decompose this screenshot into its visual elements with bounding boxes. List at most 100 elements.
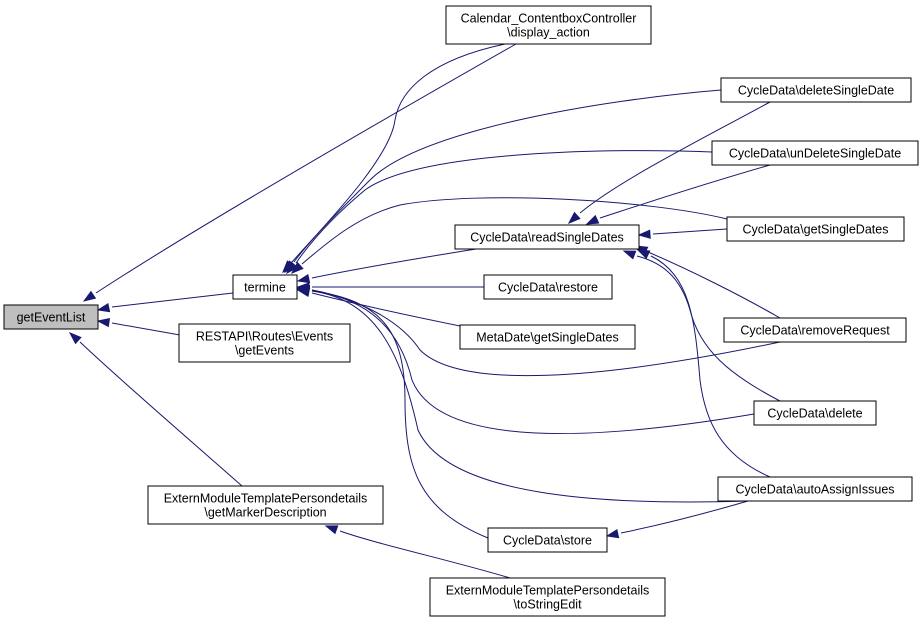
node-cd_restore[interactable]: CycleData\restore <box>483 274 613 300</box>
node-box <box>429 577 666 617</box>
edge-line <box>311 290 749 503</box>
node-label: CycleData\restore <box>498 281 598 295</box>
arrowhead <box>622 250 637 260</box>
edge-cd_readSingleDates-to-termine <box>296 248 477 284</box>
node-label: \getEvents <box>235 344 294 358</box>
node-label: termine <box>244 281 286 295</box>
node-getEventList[interactable]: getEventList <box>3 304 99 330</box>
edge-line <box>650 255 771 478</box>
node-box <box>487 527 608 553</box>
node-extern_tostring[interactable]: ExternModuleTemplatePersondetails\toStri… <box>429 577 666 617</box>
edge-extern_tostring-to-extern_marker <box>324 525 511 579</box>
node-cd_removeRequest[interactable]: CycleData\removeRequest <box>723 317 907 343</box>
node-label: ExternModuleTemplatePersondetails <box>164 492 368 506</box>
node-box <box>178 323 351 363</box>
edge-cd_autoAssignIssues-to-cd_readSingleDates <box>636 249 771 478</box>
edge-cd_store-to-termine <box>296 285 489 539</box>
node-label: \getMarkerDescription <box>204 506 326 520</box>
edge-line <box>111 322 181 336</box>
edge-line <box>111 292 234 308</box>
node-box <box>711 140 919 166</box>
edges-layer <box>68 43 781 579</box>
edge-cd_autoAssignIssues-to-termine <box>296 285 749 503</box>
arrowhead <box>290 261 304 274</box>
edge-line <box>311 289 755 435</box>
edge-line <box>79 341 243 487</box>
node-calendar_display[interactable]: Calendar_ContentboxController\display_ac… <box>445 5 652 45</box>
arrowhead <box>296 285 311 296</box>
edge-cd_unDeleteSingleDate-to-termine <box>286 150 713 275</box>
node-label: \display_action <box>507 26 590 40</box>
node-cd_unDeleteSingleDate[interactable]: CycleData\unDeleteSingleDate <box>711 140 919 166</box>
arrowhead <box>585 214 600 225</box>
edge-line <box>599 164 771 219</box>
node-label: \toStringEdit <box>513 598 582 612</box>
edge-line <box>95 43 517 294</box>
node-box <box>720 77 912 103</box>
edge-cd_removeRequest-to-cd_readSingleDates <box>634 245 781 319</box>
edge-restapi_events-to-getEventList <box>96 317 181 336</box>
node-box <box>459 324 636 350</box>
node-box <box>147 485 384 525</box>
edge-cd_deleteSingleDate-to-cd_readSingleDates <box>567 101 771 224</box>
arrowhead <box>324 525 339 535</box>
node-label: CycleData\readSingleDates <box>470 231 624 245</box>
node-termine[interactable]: termine <box>232 274 298 300</box>
node-label: ExternModuleTemplatePersondetails <box>446 584 650 598</box>
edge-cd_getSingleDates-to-cd_readSingleDates <box>637 228 728 239</box>
node-label: MetaDate\getSingleDates <box>476 331 618 345</box>
arrowhead <box>567 211 581 224</box>
node-restapi_events[interactable]: RESTAPI\Routes\Events\getEvents <box>178 323 351 363</box>
node-cd_getSingleDates[interactable]: CycleData\getSingleDates <box>726 216 905 242</box>
node-label: CycleData\deleteSingleDate <box>738 84 894 98</box>
node-box <box>753 400 877 426</box>
edge-cd_unDeleteSingleDate-to-cd_readSingleDates <box>585 164 771 225</box>
node-cd_deleteSingleDate[interactable]: CycleData\deleteSingleDate <box>720 77 912 103</box>
node-box <box>232 274 298 300</box>
node-label: CycleData\autoAssignIssues <box>735 483 894 497</box>
node-box <box>723 317 907 343</box>
node-box <box>445 5 652 45</box>
node-label: RESTAPI\Routes\Events <box>196 330 333 344</box>
edge-line <box>311 290 489 539</box>
edge-termine-to-getEventList <box>96 292 234 313</box>
node-box <box>717 476 913 502</box>
arrowhead <box>637 229 651 239</box>
edge-line <box>293 89 722 263</box>
arrowhead <box>96 317 111 328</box>
node-md_getSingleDates[interactable]: MetaDate\getSingleDates <box>459 324 636 350</box>
node-cd_store[interactable]: CycleData\store <box>487 527 608 553</box>
arrowhead <box>605 528 620 539</box>
node-box <box>726 216 905 242</box>
edge-calendar_display-to-getEventList <box>82 43 517 302</box>
node-label: CycleData\store <box>503 534 592 548</box>
node-label: CycleData\removeRequest <box>740 324 890 338</box>
arrowhead <box>636 249 651 260</box>
node-cd_readSingleDates[interactable]: CycleData\readSingleDates <box>454 224 640 250</box>
edge-line <box>620 500 749 534</box>
edge-line <box>339 530 511 579</box>
node-extern_marker[interactable]: ExternModuleTemplatePersondetails\getMar… <box>147 485 384 525</box>
node-label: CycleData\delete <box>767 407 862 421</box>
edge-line <box>311 248 477 279</box>
arrowhead <box>286 261 299 275</box>
nodes-layer: getEventList termine Calendar_ContentboxCo… <box>3 5 919 617</box>
node-cd_autoAssignIssues[interactable]: CycleData\autoAssignIssues <box>717 476 913 502</box>
edge-line <box>301 197 728 265</box>
edge-line <box>647 251 781 319</box>
edge-cd_restore-to-termine <box>296 282 484 292</box>
node-box <box>3 304 99 330</box>
node-cd_delete[interactable]: CycleData\delete <box>753 400 877 426</box>
edge-cd_autoAssignIssues-to-cd_store <box>605 500 749 539</box>
node-label: CycleData\getSingleDates <box>743 223 889 237</box>
node-label: CycleData\unDeleteSingleDate <box>729 147 901 161</box>
node-label: Calendar_ContentboxController <box>461 12 637 26</box>
arrowhead <box>82 290 97 302</box>
node-label: getEventList <box>17 311 86 325</box>
arrowhead <box>68 332 82 345</box>
edge-line <box>311 292 471 329</box>
edge-line <box>579 101 771 214</box>
edge-line <box>652 228 728 235</box>
node-box <box>454 224 640 250</box>
